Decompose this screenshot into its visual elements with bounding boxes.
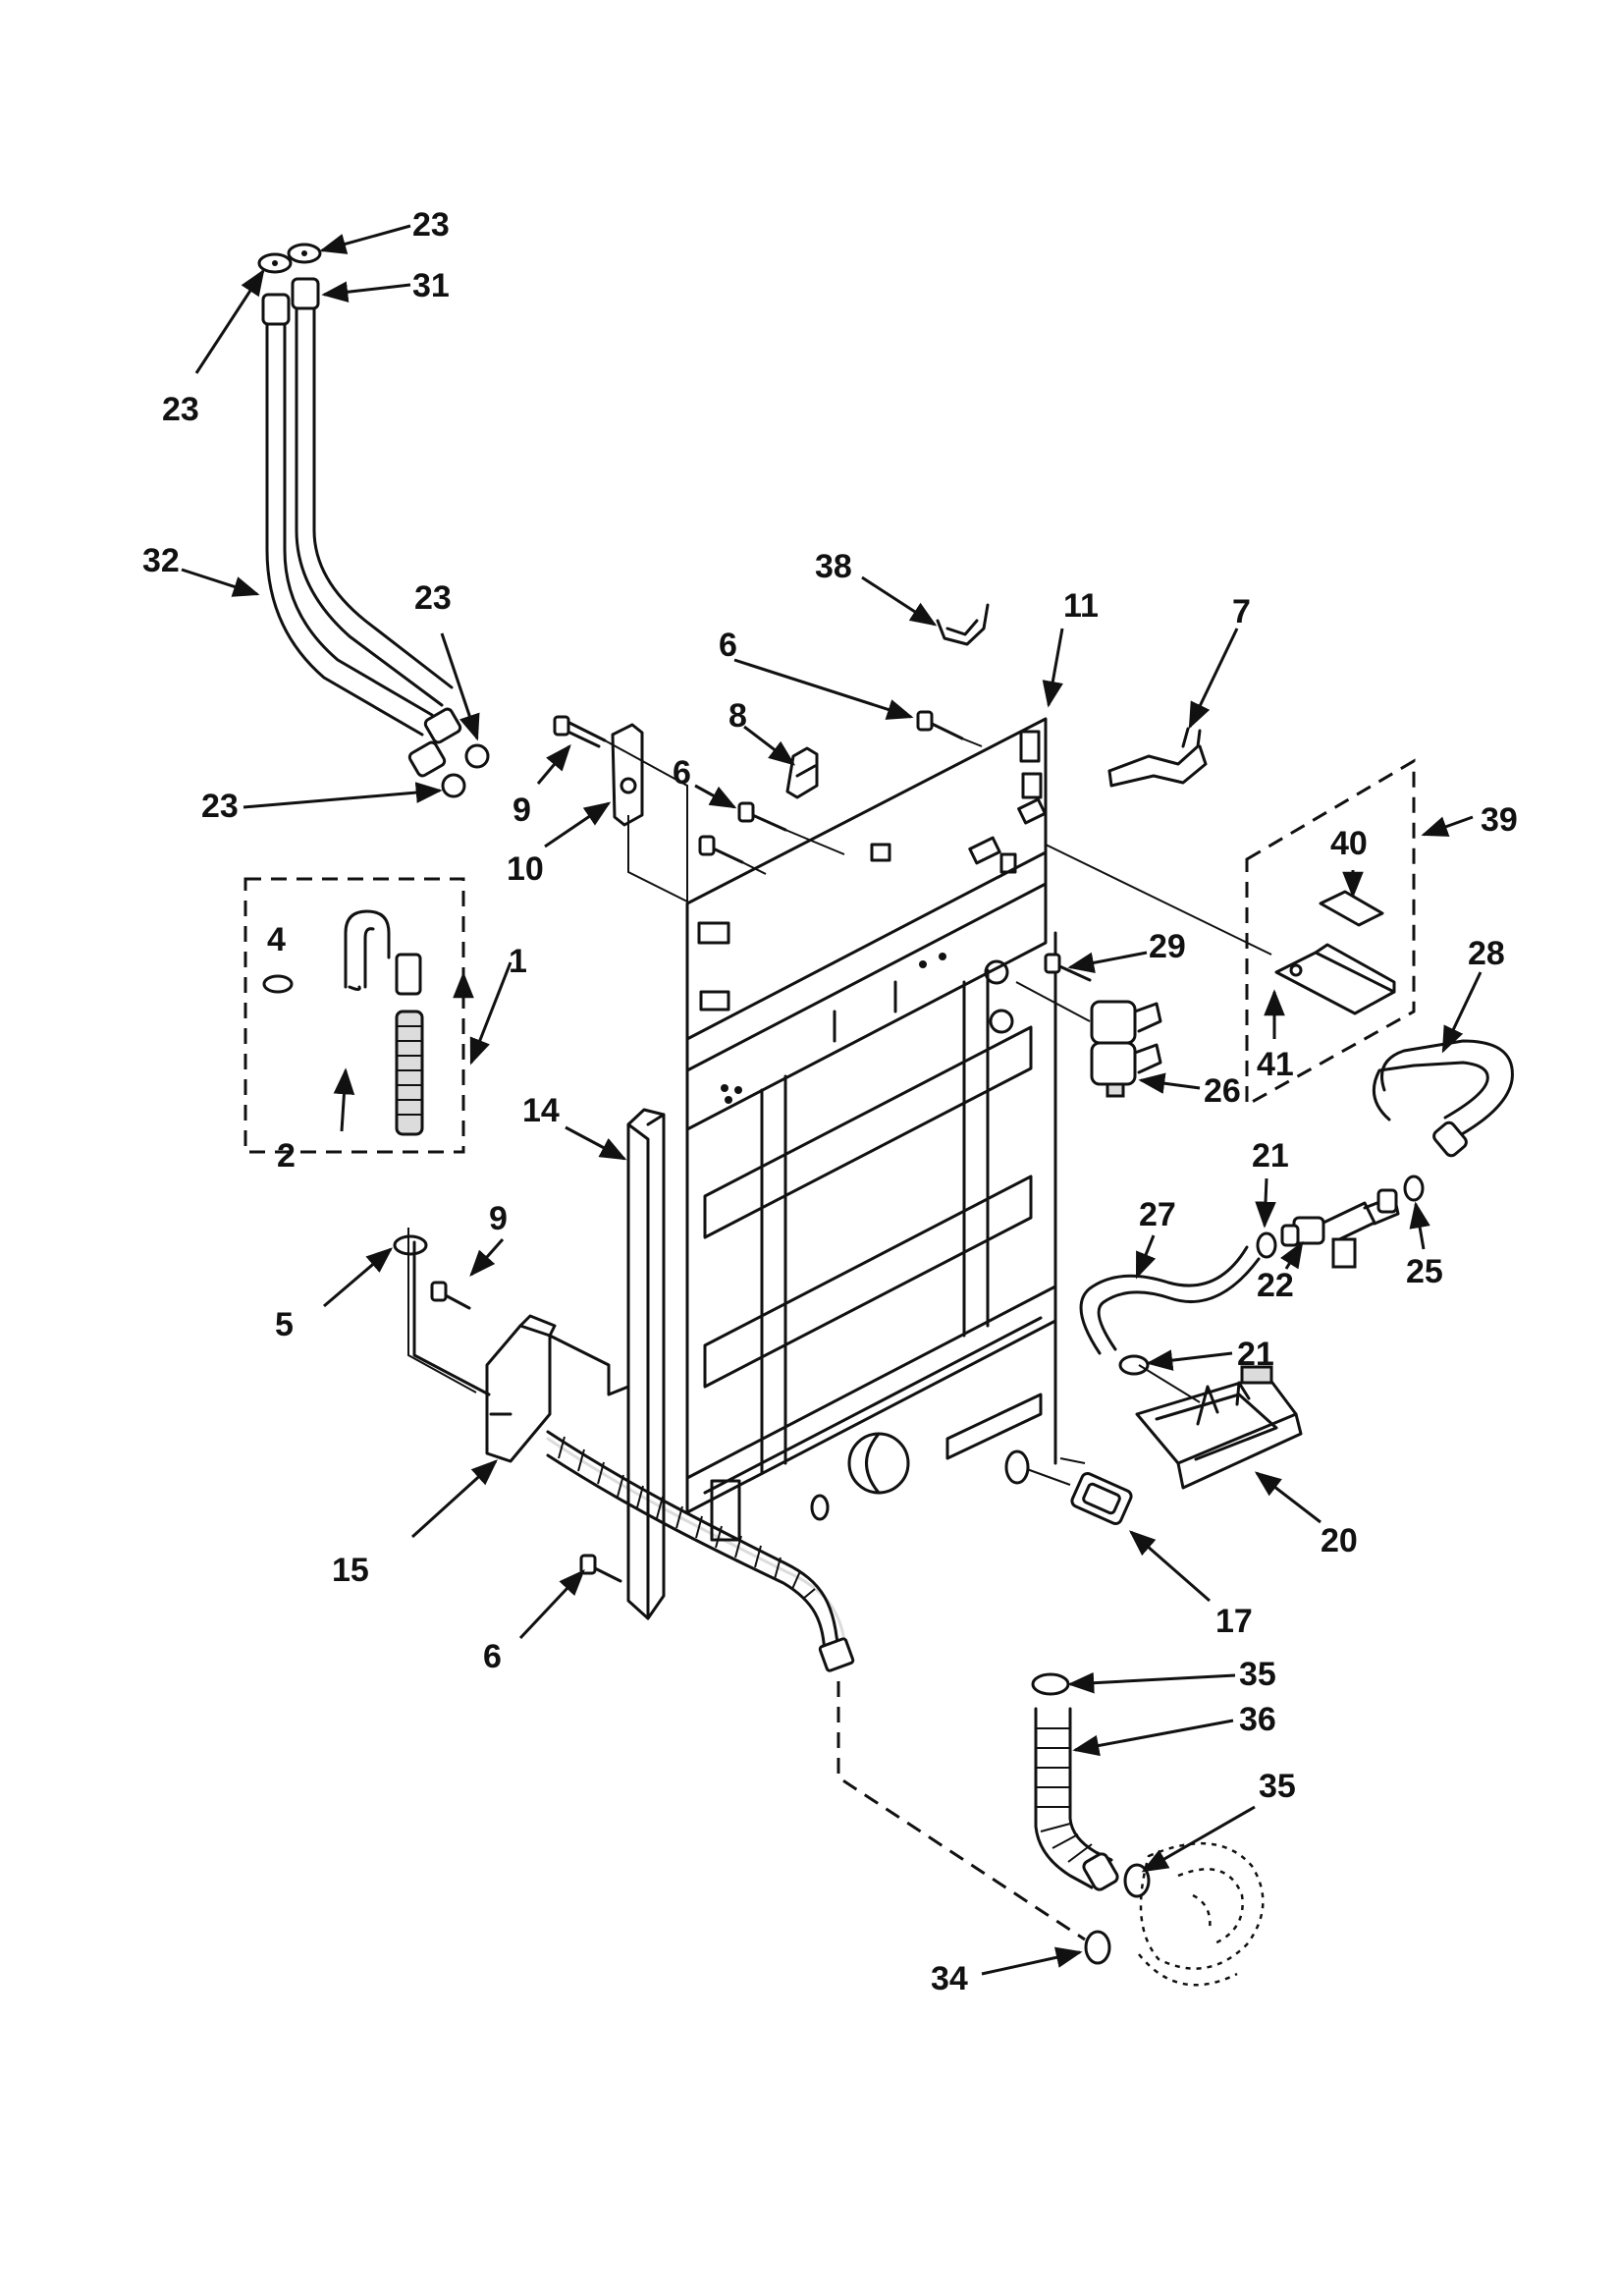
callout-25: 25 <box>1406 1253 1443 1290</box>
callout-20: 20 <box>1321 1522 1358 1559</box>
callout-9-lower: 9 <box>489 1200 508 1237</box>
callout-5: 5 <box>275 1306 294 1343</box>
callout-23-mid: 23 <box>414 579 452 617</box>
callout-7: 7 <box>1232 593 1251 630</box>
drain-kit-box <box>243 877 465 1154</box>
callout-22: 22 <box>1257 1267 1294 1304</box>
callout-6-mid: 6 <box>673 754 691 792</box>
callout-28: 28 <box>1468 935 1505 972</box>
drain-pump <box>1059 1364 1303 1490</box>
callout-6-top: 6 <box>719 627 737 664</box>
shelf-bracket <box>1274 890 1396 1015</box>
leader-lines <box>181 224 1483 1976</box>
callout-23-left: 23 <box>162 391 199 428</box>
external-drain-hose <box>1031 1672 1265 1987</box>
callout-23-lower: 23 <box>201 788 239 825</box>
callout-35-top: 35 <box>1239 1656 1276 1693</box>
internal-drain-hose <box>546 1430 1086 1941</box>
callout-2: 2 <box>277 1137 296 1175</box>
callout-41: 41 <box>1257 1046 1294 1083</box>
callout-4: 4 <box>267 921 286 958</box>
callout-39: 39 <box>1481 801 1518 839</box>
callout-23-top: 23 <box>412 206 450 244</box>
callout-9-top: 9 <box>512 792 531 829</box>
callout-26: 26 <box>1204 1072 1241 1110</box>
callout-40: 40 <box>1330 825 1368 862</box>
callout-11: 11 <box>1063 587 1099 625</box>
clips <box>611 603 1272 956</box>
callout-21-lower: 21 <box>1237 1336 1274 1373</box>
callout-21-top: 21 <box>1252 1137 1289 1175</box>
callout-32: 32 <box>142 542 180 579</box>
callout-31: 31 <box>412 267 450 304</box>
pump-gasket <box>1004 1449 1133 1526</box>
air-tube <box>1079 1245 1261 1376</box>
callout-14: 14 <box>522 1092 560 1129</box>
callout-15: 15 <box>332 1552 369 1589</box>
rear-panel <box>685 717 1057 1542</box>
fill-hose <box>1372 1039 1514 1158</box>
callout-34: 34 <box>931 1960 968 1997</box>
water-valve <box>1015 981 1162 1098</box>
callout-38: 38 <box>815 548 852 585</box>
callout-36: 36 <box>1239 1701 1276 1738</box>
siphon-break <box>1256 1175 1425 1269</box>
callout-27: 27 <box>1139 1196 1176 1233</box>
inlet-hoses <box>257 243 490 798</box>
callout-29: 29 <box>1149 928 1186 965</box>
side-trim <box>626 1108 666 1620</box>
callout-6-lower: 6 <box>483 1638 502 1675</box>
callout-10: 10 <box>507 850 544 888</box>
callout-8: 8 <box>728 697 747 735</box>
callout-1: 1 <box>509 943 527 980</box>
drain-hose-kit <box>262 909 477 1394</box>
kit-box-39 <box>1245 758 1416 1108</box>
callout-35-lower: 35 <box>1259 1768 1296 1805</box>
callout-17: 17 <box>1215 1603 1253 1640</box>
pump-bracket <box>412 1240 630 1463</box>
